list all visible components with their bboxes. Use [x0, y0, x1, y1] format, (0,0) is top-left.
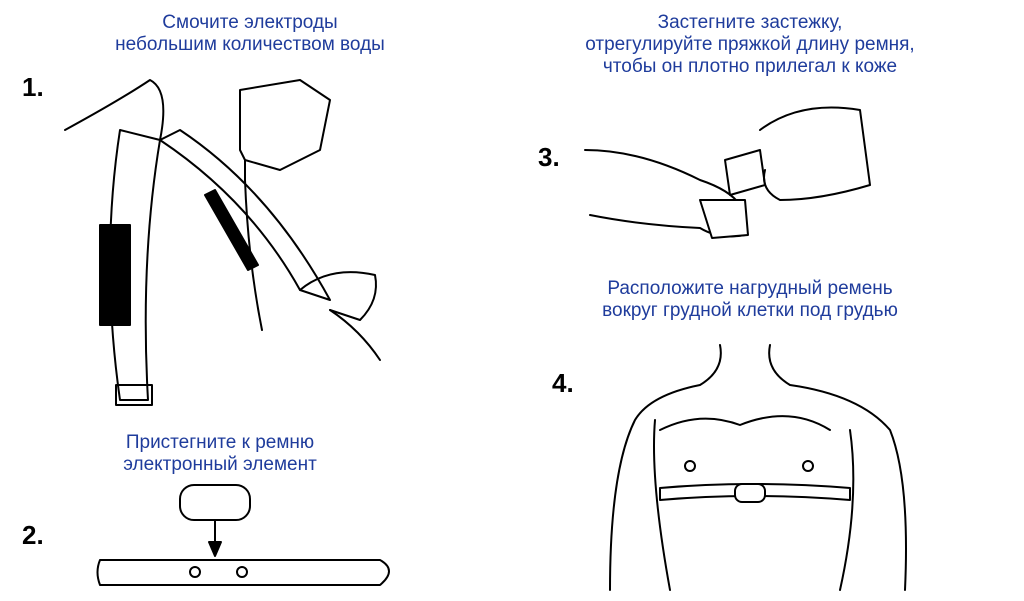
step2-strap-illustration [96, 484, 390, 586]
caption-line: Смочите электроды [162, 12, 338, 33]
step3-number: 3. [538, 142, 560, 172]
caption-line: Застегните застежку, [657, 12, 843, 33]
caption-line: отрегулируйте пряжкой длину ремня, [585, 34, 915, 55]
step2-number: 2. [22, 520, 44, 550]
step2-caption: Пристегните к ремню электронный элемент [60, 432, 380, 476]
step1-strap-illustration [64, 79, 381, 406]
caption-line: электронный элемент [123, 454, 317, 475]
caption-line: чтобы он плотно прилегал к коже [602, 56, 898, 77]
caption-line: Пристегните к ремню [125, 432, 315, 453]
step1-number: 1. [22, 72, 44, 102]
step3-buckle-illustration [584, 106, 871, 239]
step4-number: 4. [552, 368, 574, 398]
caption-line: вокруг грудной клетки под грудью [602, 300, 898, 321]
caption-line: Расположите нагрудный ремень [607, 278, 893, 299]
step4-torso-illustration [609, 344, 907, 591]
caption-line: небольшим количеством воды [115, 34, 385, 55]
step4-caption: Расположите нагрудный ремень вокруг груд… [520, 278, 980, 322]
step1-caption: Смочите электроды небольшим количеством … [60, 12, 440, 56]
step3-caption: Застегните застежку, отрегулируйте пряжк… [500, 12, 1000, 78]
